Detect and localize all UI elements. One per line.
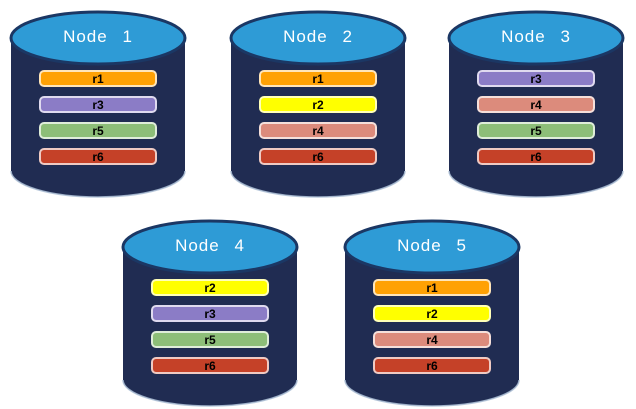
- replica-bar-r3: r3: [39, 96, 157, 113]
- node-cylinder: Node 2 r1 r2 r4 r6: [228, 8, 408, 200]
- replica-bar-r5: r5: [477, 122, 595, 139]
- replica-bar-r6: r6: [259, 148, 377, 165]
- replica-bar-r6: r6: [477, 148, 595, 165]
- replica-label: r6: [204, 358, 216, 373]
- replica-label: r1: [312, 71, 324, 86]
- replica-bar-r4: r4: [373, 331, 491, 348]
- replica-bar-r5: r5: [151, 331, 269, 348]
- node-title: Node 4: [175, 236, 245, 255]
- replica-label: r4: [426, 332, 438, 347]
- replica-label: r2: [204, 280, 216, 295]
- replica-bar-r3: r3: [151, 305, 269, 322]
- replica-label: r4: [530, 97, 542, 112]
- replica-bar-r2: r2: [373, 305, 491, 322]
- replica-label: r2: [312, 97, 324, 112]
- replica-bar-r6: r6: [373, 357, 491, 374]
- replica-label: r6: [312, 149, 324, 164]
- replica-bar-r1: r1: [373, 279, 491, 296]
- replica-label: r4: [312, 123, 324, 138]
- replica-bar-r4: r4: [259, 122, 377, 139]
- replica-list: r3 r4 r5 r6: [477, 70, 595, 174]
- replica-list: r1 r2 r4 r6: [373, 279, 491, 383]
- replica-label: r6: [92, 149, 104, 164]
- node-title: Node 5: [397, 236, 467, 255]
- replica-label: r3: [530, 71, 542, 86]
- replica-bar-r6: r6: [39, 148, 157, 165]
- replica-bar-r2: r2: [151, 279, 269, 296]
- node-cylinder: Node 1 r1 r3 r5 r6: [8, 8, 188, 200]
- replica-bar-r3: r3: [477, 70, 595, 87]
- node-cylinder: Node 4 r2 r3 r5 r6: [120, 217, 300, 409]
- replica-bar-r1: r1: [39, 70, 157, 87]
- replica-label: r3: [204, 306, 216, 321]
- replica-label: r6: [530, 149, 542, 164]
- replica-bar-r5: r5: [39, 122, 157, 139]
- replica-label: r5: [530, 123, 542, 138]
- replica-label: r3: [92, 97, 104, 112]
- replica-label: r6: [426, 358, 438, 373]
- node-title: Node 1: [63, 27, 133, 46]
- replica-list: r1 r2 r4 r6: [259, 70, 377, 174]
- replica-list: r1 r3 r5 r6: [39, 70, 157, 174]
- replica-label: r1: [426, 280, 438, 295]
- replica-list: r2 r3 r5 r6: [151, 279, 269, 383]
- replica-label: r1: [92, 71, 104, 86]
- replica-label: r5: [92, 123, 104, 138]
- replica-bar-r2: r2: [259, 96, 377, 113]
- node-cylinder: Node 3 r3 r4 r5 r6: [446, 8, 626, 200]
- replica-label: r5: [204, 332, 216, 347]
- replica-bar-r1: r1: [259, 70, 377, 87]
- node-cylinder: Node 5 r1 r2 r4 r6: [342, 217, 522, 409]
- replica-label: r2: [426, 306, 438, 321]
- replica-bar-r6: r6: [151, 357, 269, 374]
- node-title: Node 3: [501, 27, 571, 46]
- replica-bar-r4: r4: [477, 96, 595, 113]
- node-title: Node 2: [283, 27, 353, 46]
